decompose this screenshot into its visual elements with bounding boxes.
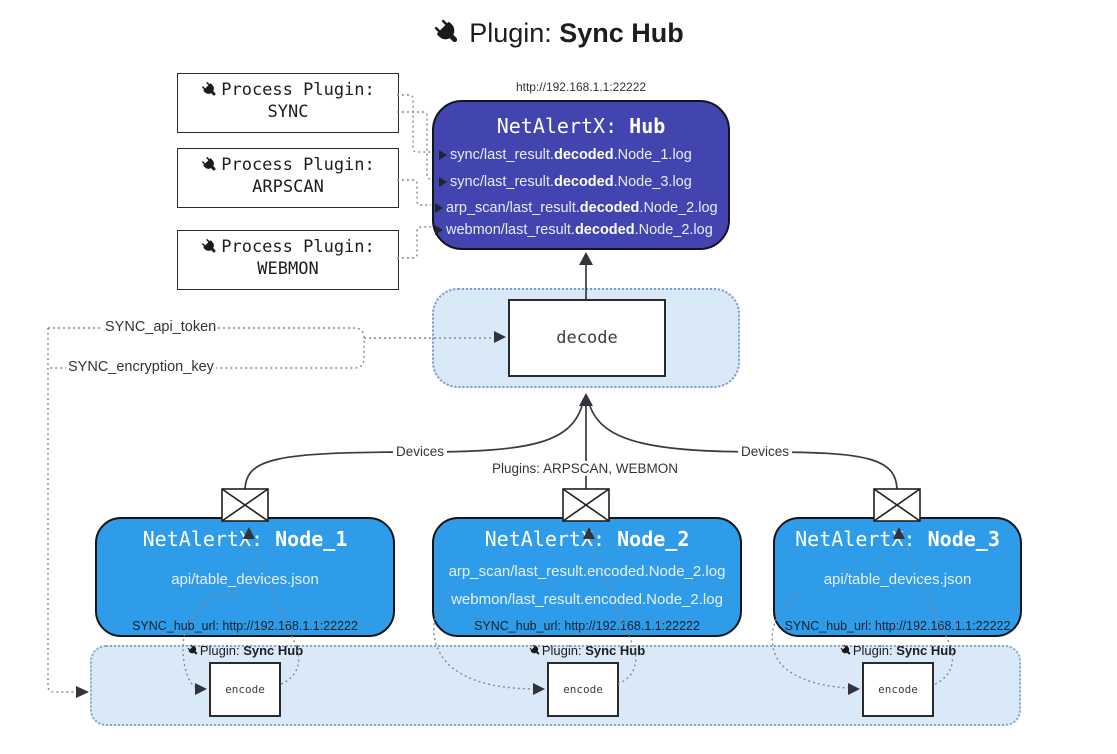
sync-api-token-label: SYNC_api_token <box>103 319 219 335</box>
process-plugin-name: WEBMON <box>257 259 319 279</box>
encode-box: encode <box>547 662 619 717</box>
plug-icon <box>202 82 216 96</box>
hub-box: NetAlertX: Hub sync/last_result.decoded.… <box>432 100 730 250</box>
encode-box: encode <box>862 662 934 717</box>
encode-plugin-label: Plugin: Sync Hub <box>529 643 645 658</box>
decode-box: decode <box>508 299 666 377</box>
triangle-marker-icon <box>435 225 443 235</box>
process-plugin-label: Process Plugin: <box>178 237 398 257</box>
node-1-box: NetAlertX: Node_1 api/table_devices.json… <box>95 517 395 637</box>
edge-label-plugins: Plugins: ARPSCAN, WEBMON <box>488 461 682 476</box>
process-plugin-name: SYNC <box>267 102 309 122</box>
triangle-marker-icon <box>435 203 443 213</box>
node-title: NetAlertX: Node_2 <box>484 527 690 551</box>
hub-item: webmon/last_result.decoded.Node_2.log <box>435 221 713 239</box>
node-hub-url: SYNC_hub_url: http://192.168.1.1:22222 <box>784 619 1011 633</box>
title-name: Sync Hub <box>559 18 684 48</box>
process-plugin-box-sync: Process Plugin: SYNC <box>177 73 399 133</box>
plug-icon <box>840 644 851 655</box>
hub-title: NetAlertX: Hub <box>496 114 666 138</box>
plug-icon <box>529 644 540 655</box>
process-plugin-label: Process Plugin: <box>178 80 398 100</box>
plug-icon <box>434 19 458 43</box>
triangle-marker-icon <box>439 150 447 160</box>
title-prefix: Plugin: <box>469 18 552 48</box>
hub-item: sync/last_result.decoded.Node_1.log <box>439 146 692 164</box>
process-plugin-name: ARPSCAN <box>252 177 324 197</box>
edge-label-devices-left: Devices <box>392 444 448 459</box>
plug-icon <box>187 644 198 655</box>
encode-plugin-label: Plugin: Sync Hub <box>840 643 956 658</box>
triangle-marker-icon <box>439 177 447 187</box>
process-plugin-label: Process Plugin: <box>178 155 398 175</box>
node-2-box: NetAlertX: Node_2 arp_scan/last_result.e… <box>432 517 742 637</box>
encode-plugin-label: Plugin: Sync Hub <box>187 643 303 658</box>
hub-item: sync/last_result.decoded.Node_3.log <box>439 173 692 191</box>
hub-item: arp_scan/last_result.decoded.Node_2.log <box>435 199 718 217</box>
node-file: api/table_devices.json <box>171 571 319 588</box>
page-title: Plugin: Sync Hub <box>0 18 1117 49</box>
edge-label-devices-right: Devices <box>737 444 793 459</box>
node-title: NetAlertX: Node_1 <box>142 527 348 551</box>
hub-url-label: http://192.168.1.1:22222 <box>515 80 647 94</box>
node-hub-url: SYNC_hub_url: http://192.168.1.1:22222 <box>474 619 700 633</box>
node-3-box: NetAlertX: Node_3 api/table_devices.json… <box>773 517 1022 637</box>
process-plugin-box-webmon: Process Plugin: WEBMON <box>177 230 399 290</box>
plug-icon <box>202 157 216 171</box>
node-file: arp_scan/last_result.encoded.Node_2.log <box>448 563 726 580</box>
node-hub-url: SYNC_hub_url: http://192.168.1.1:22222 <box>132 619 358 633</box>
encode-box: encode <box>209 662 281 717</box>
process-plugin-box-arpscan: Process Plugin: ARPSCAN <box>177 148 399 208</box>
node-file: webmon/last_result.encoded.Node_2.log <box>451 591 723 608</box>
plug-icon <box>202 239 216 253</box>
sync-encryption-key-label: SYNC_encryption_key <box>66 359 216 375</box>
node-title: NetAlertX: Node_3 <box>795 527 1000 551</box>
node-file: api/table_devices.json <box>823 571 972 588</box>
